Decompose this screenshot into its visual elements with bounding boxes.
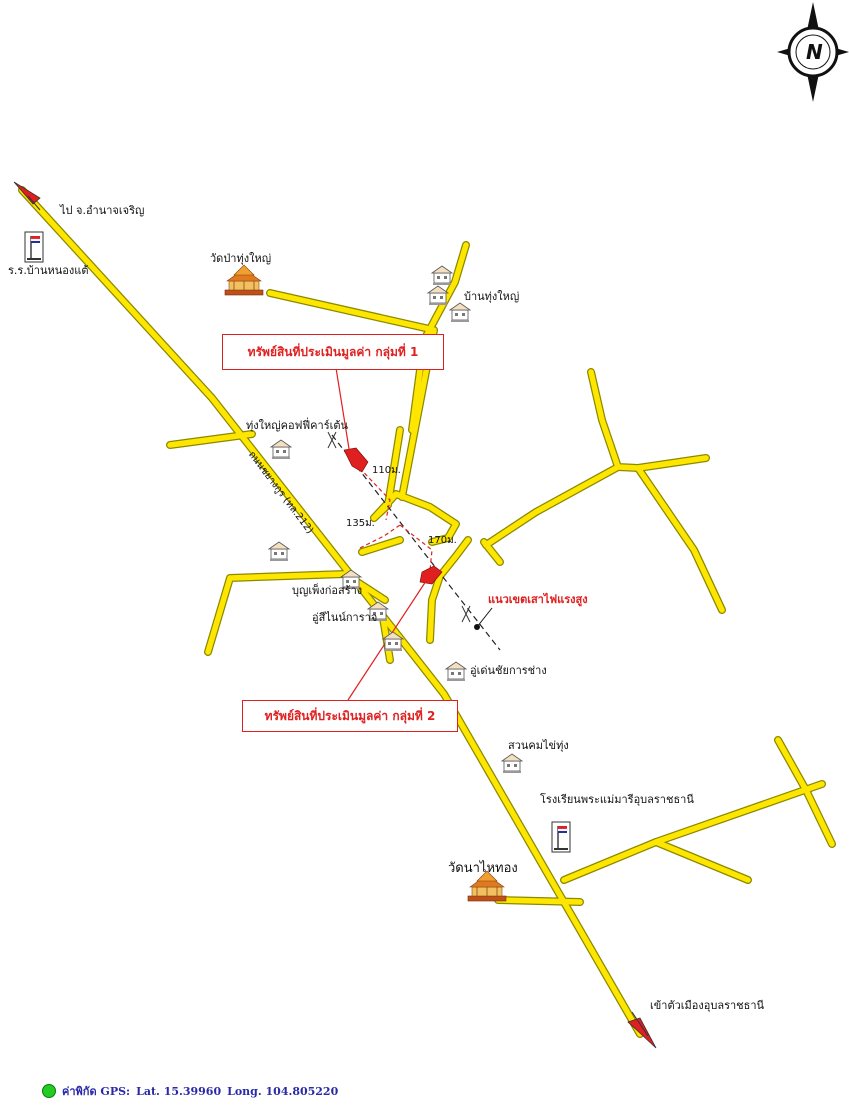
label-school-nongtae: ร.ร.บ้านหนองแต้ xyxy=(8,264,89,277)
label-school-mary: โรงเรียนพระแม่มารีอุบลราชธานี xyxy=(540,793,694,806)
distance-lines xyxy=(349,457,433,571)
gps-dot-icon xyxy=(42,1084,56,1098)
house-icon xyxy=(449,302,471,323)
house-icon xyxy=(270,439,292,460)
label-paint: อู่สีไนน์การาจ xyxy=(312,611,378,624)
north-arrow-icon xyxy=(777,2,849,102)
gps-readout: ค่าพิกัด GPS: Lat. 15.39960 Long. 104.80… xyxy=(42,1082,344,1100)
label-to-ubon: เข้าตัวเมืองอุบลราชธานี xyxy=(650,999,765,1012)
parcel-group-2 xyxy=(419,565,443,585)
temple-icon xyxy=(224,264,264,296)
school-flag-icon xyxy=(551,821,571,853)
roads xyxy=(18,186,836,1038)
label-garage: อู่เด่นชัยการช่าง xyxy=(470,664,547,677)
house-icon xyxy=(431,265,453,286)
arrow-icon xyxy=(627,1011,657,1049)
powerline-label: แนวเขตเสาไฟแรงสูง xyxy=(488,593,588,606)
distance-170: 170ม. xyxy=(428,535,457,546)
gps-long: Long. 104.805220 xyxy=(227,1084,339,1098)
callout-group-2: ทรัพย์สินที่ประเมินมูลค่า กลุ่มที่ 2 xyxy=(242,700,458,732)
arrow-icon xyxy=(13,181,41,211)
distance-135: 135ม. xyxy=(346,518,375,529)
label-wat-na-tai: วัดนาไหทอง xyxy=(448,861,518,876)
label-to-amnat: ไป จ.อำนาจเจริญ xyxy=(60,204,145,217)
gps-label: ค่าพิกัด GPS: xyxy=(62,1085,131,1098)
house-icon xyxy=(427,285,449,306)
house-icon xyxy=(501,753,523,774)
label-wat-pa-thung-yai: วัดป่าทุ่งใหญ่ xyxy=(210,252,272,265)
distance-110: 110ม. xyxy=(372,465,401,476)
north-letter: N xyxy=(806,40,823,64)
callout-group-1: ทรัพย์สินที่ประเมินมูลค่า กลุ่มที่ 1 xyxy=(222,334,444,370)
label-suan: สวนคมไข่ทุ่ง xyxy=(508,739,569,752)
house-icon xyxy=(445,661,467,682)
gps-lat: Lat. 15.39960 xyxy=(136,1084,222,1098)
label-ban-thung-yai: บ้านทุ่งใหญ่ xyxy=(464,290,520,303)
parcel-group-1 xyxy=(343,447,369,473)
label-boonpeng: บุญเพ็งก่อสร้าง xyxy=(292,584,363,597)
house-icon xyxy=(268,541,290,562)
school-flag-icon xyxy=(24,231,44,263)
label-coffee: ทุ่งใหญ่คอฟฟี่คาร์เต้น xyxy=(246,419,349,432)
